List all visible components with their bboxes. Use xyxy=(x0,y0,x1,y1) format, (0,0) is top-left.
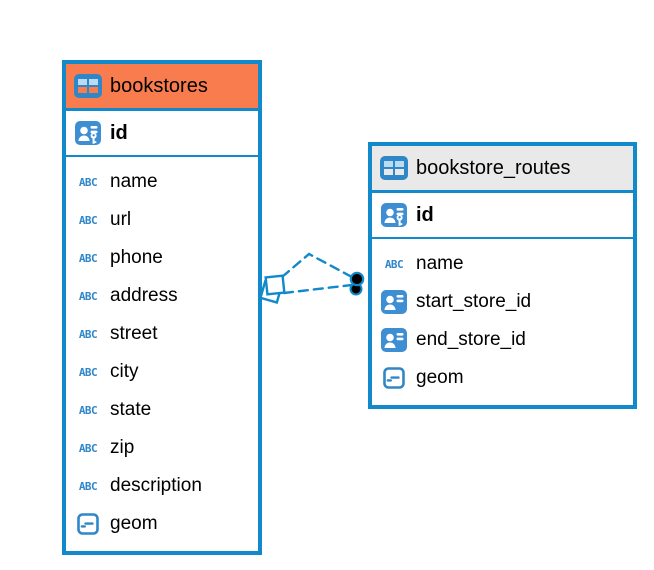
text-icon: ABC xyxy=(74,213,102,227)
relationship-line[interactable] xyxy=(280,252,354,279)
column-row[interactable]: ABC url xyxy=(66,201,258,239)
svg-text:ABC: ABC xyxy=(385,258,403,271)
column-row[interactable]: end_store_id xyxy=(372,321,633,359)
geometry-icon xyxy=(380,367,408,389)
text-icon: ABC xyxy=(74,289,102,303)
column-row[interactable]: geom xyxy=(66,505,258,543)
column-row[interactable]: ABC zip xyxy=(66,429,258,467)
column-row[interactable]: start_store_id xyxy=(372,283,633,321)
text-icon: ABC xyxy=(74,441,102,455)
column-row[interactable]: geom xyxy=(372,359,633,397)
column-row[interactable]: id xyxy=(66,111,258,155)
column-row[interactable]: ABC city xyxy=(66,353,258,391)
text-icon: ABC xyxy=(74,327,102,341)
column-name: state xyxy=(110,399,152,420)
column-name: street xyxy=(110,323,158,344)
column-name: city xyxy=(110,361,139,382)
svg-text:ABC: ABC xyxy=(79,480,97,493)
column-name: geom xyxy=(416,367,464,388)
geometry-icon xyxy=(74,513,102,535)
column-name: phone xyxy=(110,247,163,268)
text-icon: ABC xyxy=(74,479,102,493)
svg-text:ABC: ABC xyxy=(79,290,97,303)
column-name: zip xyxy=(110,437,135,458)
column-row[interactable]: ABC name xyxy=(66,163,258,201)
svg-text:ABC: ABC xyxy=(79,252,97,265)
column-row[interactable]: ABC name xyxy=(372,245,633,283)
column-name: address xyxy=(110,285,178,306)
key-rows: id xyxy=(66,111,258,157)
table-header[interactable]: bookstore_routes xyxy=(372,146,633,193)
column-row[interactable]: id xyxy=(372,193,633,237)
text-icon: ABC xyxy=(74,365,102,379)
column-row[interactable]: ABC address xyxy=(66,277,258,315)
relationship-line[interactable] xyxy=(282,283,354,295)
column-row[interactable]: ABC phone xyxy=(66,239,258,277)
column-name: geom xyxy=(110,513,158,534)
column-name: name xyxy=(110,171,158,192)
primary-key-icon xyxy=(380,203,408,227)
key-rows: id xyxy=(372,193,633,239)
svg-text:ABC: ABC xyxy=(79,404,97,417)
column-row[interactable]: ABC description xyxy=(66,467,258,505)
text-icon: ABC xyxy=(74,251,102,265)
column-name: name xyxy=(416,253,464,274)
id-badge-icon xyxy=(380,290,408,314)
text-icon: ABC xyxy=(74,175,102,189)
table-icon xyxy=(74,74,102,98)
svg-text:ABC: ABC xyxy=(79,176,97,189)
entity-table-bookstore-routes[interactable]: bookstore_routes id ABC name start_store_i… xyxy=(368,142,637,409)
text-icon: ABC xyxy=(74,403,102,417)
column-name: description xyxy=(110,475,202,496)
table-name: bookstore_routes xyxy=(416,156,571,179)
svg-text:ABC: ABC xyxy=(79,442,97,455)
column-row[interactable]: ABC street xyxy=(66,315,258,353)
cardinality-diamond-marker xyxy=(259,274,286,304)
table-icon xyxy=(380,156,408,180)
id-badge-icon xyxy=(380,328,408,352)
cardinality-dot-marker xyxy=(349,271,365,296)
text-icon: ABC xyxy=(380,257,408,271)
table-name: bookstores xyxy=(110,74,208,97)
column-row[interactable]: ABC state xyxy=(66,391,258,429)
svg-text:ABC: ABC xyxy=(79,328,97,341)
column-name: id xyxy=(110,121,128,144)
svg-text:ABC: ABC xyxy=(79,366,97,379)
column-name: end_store_id xyxy=(416,329,526,350)
primary-key-icon xyxy=(74,121,102,145)
table-header[interactable]: bookstores xyxy=(66,64,258,111)
svg-text:ABC: ABC xyxy=(79,214,97,227)
column-name: start_store_id xyxy=(416,291,532,312)
column-name: id xyxy=(416,203,434,226)
column-name: url xyxy=(110,209,132,230)
